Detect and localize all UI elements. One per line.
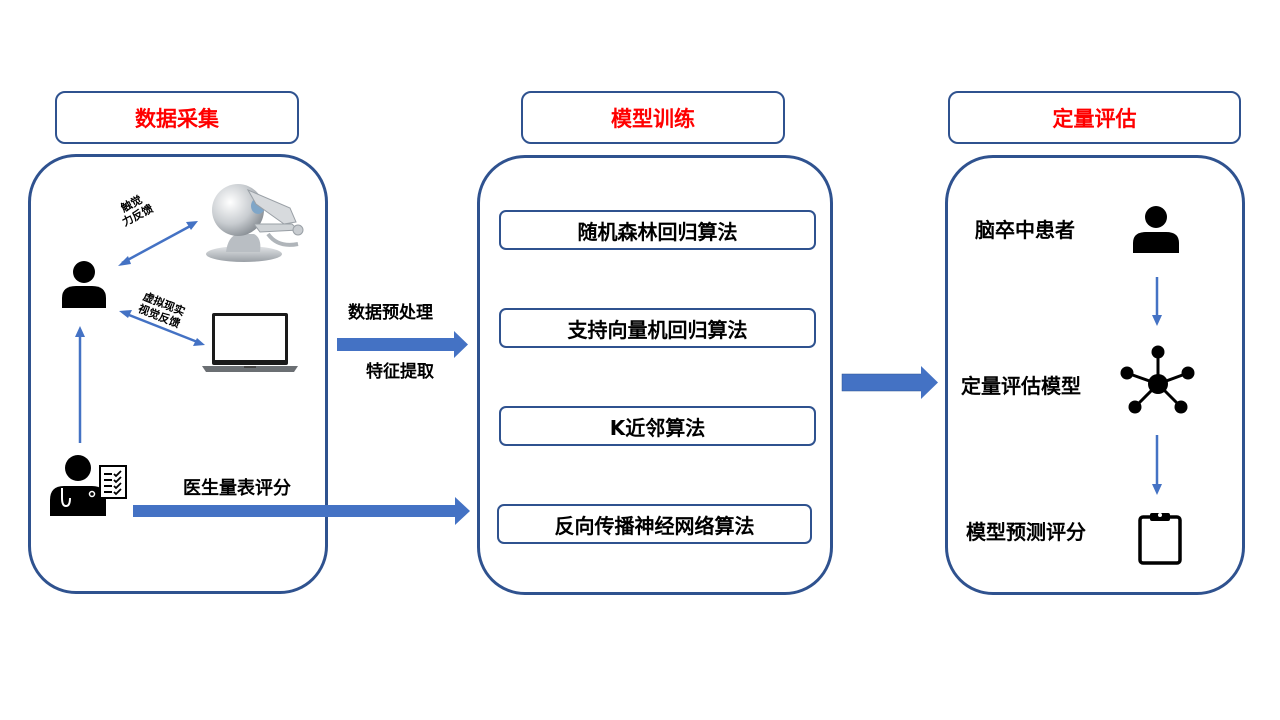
model-training-header: 模型训练 [521, 91, 785, 144]
haptic-device-icon [206, 184, 304, 262]
algorithm-svr: 支持向量机回归算法 [499, 308, 816, 348]
algorithm-label: 随机森林回归算法 [577, 219, 738, 244]
patient-label: 脑卒中患者 [975, 218, 1075, 242]
preprocessing-label: 数据预处理 [348, 303, 433, 323]
data-collection-title: 数据采集 [135, 106, 219, 131]
data-collection-header: 数据采集 [55, 91, 299, 144]
doctor-icon [50, 455, 127, 516]
laptop-icon [202, 313, 298, 372]
algorithm-random-forest: 随机森林回归算法 [499, 210, 816, 250]
quantitative-evaluation-header: 定量评估 [948, 91, 1241, 144]
algorithm-label: K近邻算法 [609, 415, 706, 440]
clipboard-icon [1138, 513, 1182, 565]
user-icon [62, 261, 106, 308]
model-training-title: 模型训练 [611, 106, 695, 131]
quantitative-evaluation-title: 定量评估 [1052, 106, 1137, 131]
model-label: 定量评估模型 [961, 374, 1081, 398]
predicted-score-label: 模型预测评分 [966, 520, 1086, 544]
patient-icon [1133, 206, 1179, 253]
quantitative-evaluation-panel [945, 155, 1245, 595]
feature-extraction-label: 特征提取 [366, 362, 434, 382]
algorithm-bp-neural-network: 反向传播神经网络算法 [497, 504, 812, 544]
algorithm-label: 反向传播神经网络算法 [554, 513, 755, 538]
algorithm-label: 支持向量机回归算法 [567, 317, 748, 342]
algorithm-knn: K近邻算法 [499, 406, 816, 446]
network-icon [1120, 345, 1195, 414]
doctor-scale-label: 医生量表评分 [183, 478, 291, 499]
